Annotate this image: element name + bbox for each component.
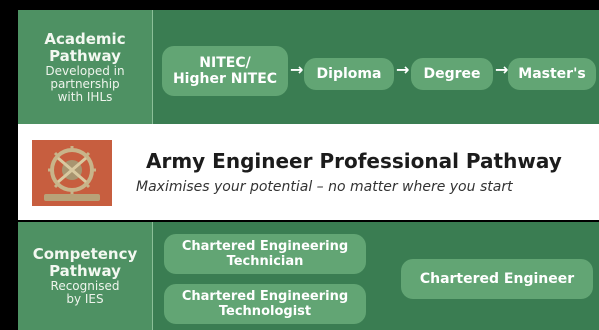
technologist-line1: Chartered Engineering: [181, 289, 349, 304]
academic-desc-3: with IHLs: [57, 89, 113, 104]
item-chartered-engineering-technician: Chartered Engineering Technician: [164, 234, 366, 274]
competency-heading-2: Pathway: [49, 262, 121, 280]
technician-line2: Technician: [226, 254, 304, 269]
step-nitec: NITEC/ Higher NITEC: [162, 46, 288, 96]
step-nitec-line1: NITEC/: [199, 55, 251, 71]
step-diploma: Diploma: [304, 58, 394, 90]
academic-desc-1: Developed in: [45, 63, 125, 78]
arrow-right-icon: →: [290, 60, 304, 79]
pathway-banner: Army Engineer Professional Pathway Maxim…: [18, 124, 599, 220]
academic-pathway-label: Academic Pathway Developed in partnershi…: [18, 10, 153, 124]
technologist-line2: Technologist: [218, 304, 312, 319]
item-chartered-engineering-technologist: Chartered Engineering Technologist: [164, 284, 366, 324]
competency-pathway-band: Competency Pathway Recognised by IES Cha…: [18, 222, 599, 330]
emblem-graphic: [32, 140, 112, 206]
academic-heading: Academic: [44, 29, 126, 48]
step-degree: Degree: [411, 58, 493, 90]
academic-pathway-band: Academic Pathway Developed in partnershi…: [18, 10, 599, 124]
step-nitec-line2: Higher NITEC: [172, 71, 278, 87]
technician-line1: Chartered Engineering: [181, 239, 349, 254]
banner-title: Army Engineer Professional Pathway: [146, 149, 562, 173]
banner-subtitle: Maximises your potential – no matter whe…: [136, 179, 513, 195]
army-engineer-emblem-icon: [32, 140, 112, 206]
step-masters: Master's: [508, 58, 596, 90]
competency-desc-2: by IES: [66, 292, 104, 306]
competency-pathway-label: Competency Pathway Recognised by IES: [18, 222, 153, 330]
arrow-right-icon: →: [495, 60, 509, 79]
academic-heading-2: Pathway: [49, 46, 121, 65]
competency-heading: Competency: [32, 245, 138, 263]
item-chartered-engineer: Chartered Engineer: [401, 259, 593, 299]
arrow-right-icon: →: [396, 60, 410, 79]
academic-desc-2: partnership: [50, 76, 120, 91]
competency-desc-1: Recognised: [50, 279, 120, 293]
